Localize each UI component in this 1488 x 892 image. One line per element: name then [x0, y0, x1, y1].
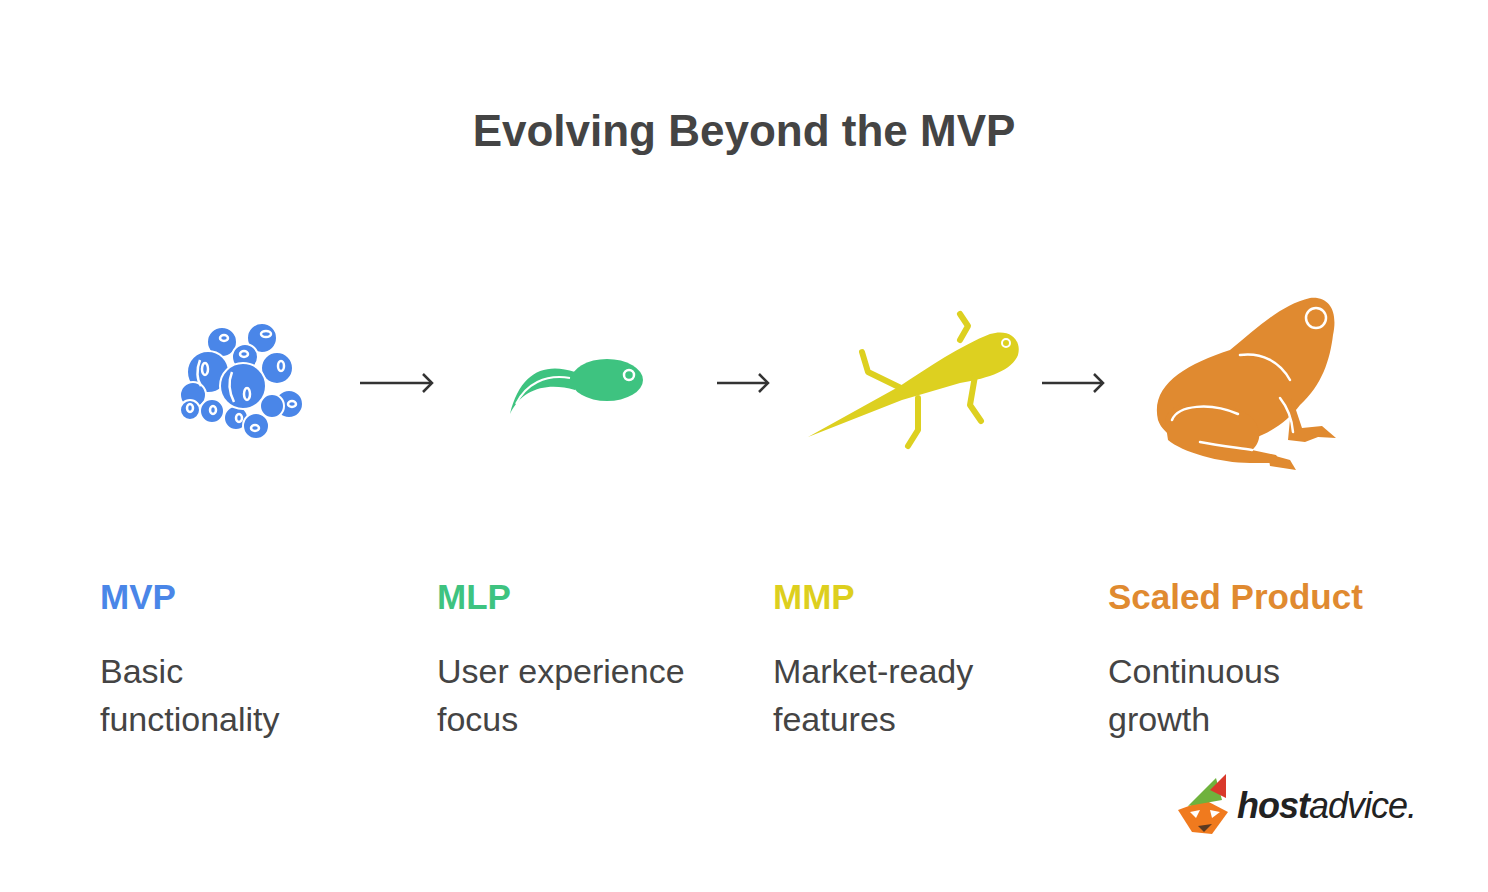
stage-description: Basic functionality — [100, 647, 355, 743]
stage-heading: MVP — [100, 577, 176, 617]
stage-column: MVP Basic functionality — [100, 300, 355, 745]
stage-description: User experience focus — [437, 647, 712, 743]
stage-description: Continuous growth — [1108, 647, 1383, 743]
logo-mark — [1178, 774, 1228, 834]
egg-cluster — [180, 323, 303, 439]
stage-column: MLP User experience focus — [437, 300, 712, 745]
flow-arrow — [717, 374, 768, 392]
stage-heading: MLP — [437, 577, 511, 617]
stage-column: Scaled ProductContinuous growth — [1108, 300, 1383, 745]
diagram-title: Evolving Beyond the MVP — [0, 103, 1488, 159]
froglet — [808, 314, 1019, 446]
frog — [1157, 298, 1336, 470]
flow-arrow — [1042, 374, 1103, 392]
stage-description: Market-ready features — [773, 647, 1037, 743]
tadpole — [510, 359, 643, 414]
watermark-text: host — [1237, 785, 1309, 826]
watermark-text: advice. — [1309, 785, 1416, 826]
flow-arrow — [360, 374, 432, 392]
stage-column: MMP Market-ready features — [773, 300, 1037, 745]
stage-heading: MMP — [773, 577, 855, 617]
logo-text: hostadvice. — [1237, 784, 1416, 828]
stage-heading: Scaled Product — [1108, 577, 1363, 617]
